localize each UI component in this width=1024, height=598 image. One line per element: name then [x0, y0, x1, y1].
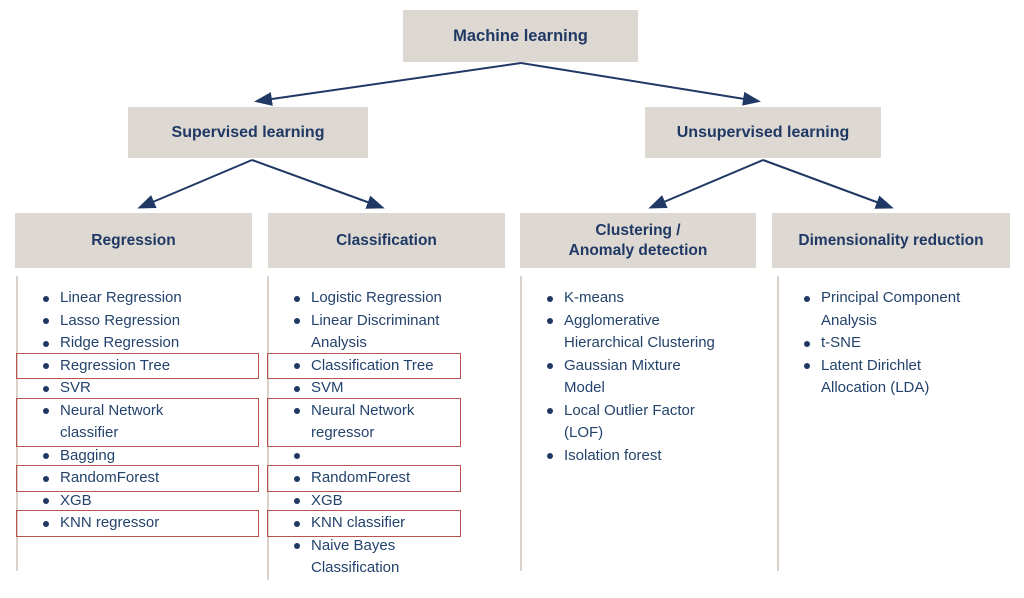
connector-unsupervised-clustering — [648, 159, 764, 209]
list-item-text: Logistic Regression — [311, 289, 442, 306]
list-item: SVM — [269, 377, 459, 400]
list-item-text: KNN classifier — [311, 514, 406, 531]
list-item-text: Naive Bayes Classification — [311, 536, 400, 577]
list-item-text: SVR — [60, 379, 91, 396]
list-item-text: Linear Regression — [60, 289, 182, 306]
list-item-text: Regression Tree — [60, 356, 171, 374]
node-unsupervised-learning: Unsupervised learning — [645, 107, 881, 158]
list-item-text: XGB — [60, 491, 92, 509]
dimensionality-reduction-column: Principal Component Analysis t-SNE Latent … — [777, 276, 1010, 571]
node-classification: Classification — [268, 213, 505, 268]
list-item — [269, 445, 459, 468]
list-item-text: RandomForest — [311, 469, 411, 486]
list-item: KNN regressor — [16, 510, 259, 537]
list-item-text: Neural Network regressor — [311, 401, 415, 442]
list-item-text: Agglomerative Hierarchical Clustering — [564, 311, 715, 352]
connector-ml-unsupervised — [520, 62, 761, 106]
dimensionality-reduction-list: Principal Component Analysis t-SNE Latent … — [779, 287, 1010, 400]
list-item-text: Neural Network classifier — [60, 401, 164, 442]
list-item-text: K-means — [564, 289, 625, 306]
list-item: RandomForest — [16, 465, 259, 492]
list-item: t-SNE — [779, 332, 1010, 355]
list-item: Gaussian Mixture Model — [522, 355, 756, 400]
list-item: Linear Discriminant Analysis — [269, 310, 459, 355]
list-item-text: Lasso Regression — [60, 311, 181, 329]
list-item: XGB — [269, 490, 459, 513]
list-item-text: Latent Dirichlet Allocation (LDA) — [821, 356, 930, 397]
list-item: K-means — [522, 287, 756, 310]
list-item: Ridge Regression — [18, 332, 257, 355]
list-item-text: SVM — [311, 379, 344, 396]
list-item-text: Classification Tree — [311, 356, 434, 374]
list-item: XGB — [18, 490, 257, 513]
list-item-text: Gaussian Mixture Model — [564, 356, 681, 397]
list-item: Latent Dirichlet Allocation (LDA) — [779, 355, 1010, 400]
connector-supervised-regression — [137, 159, 253, 209]
list-item-text: Local Outlier Factor (LOF) — [564, 401, 695, 442]
list-item-text: Linear Discriminant Analysis — [311, 311, 440, 352]
list-item-text: t-SNE — [821, 334, 862, 351]
node-machine-learning: Machine learning — [403, 10, 638, 62]
list-item-text: Isolation forest — [564, 446, 662, 464]
list-item: Lasso Regression — [18, 310, 257, 333]
list-item: Neural Network regressor — [267, 397, 461, 447]
list-item: Neural Network classifier — [16, 397, 259, 447]
list-item: SVR — [18, 377, 257, 400]
connector-unsupervised-dimreduction — [762, 159, 894, 209]
list-item-text: KNN regressor — [60, 514, 160, 531]
list-item: Logistic Regression — [269, 287, 459, 310]
node-regression: Regression — [15, 213, 252, 268]
node-clustering-anomaly-detection: Clustering / Anomaly detection — [520, 213, 756, 268]
list-item-text: Principal Component Analysis — [821, 289, 961, 329]
list-item: Bagging — [18, 445, 257, 468]
list-item: Classification Tree — [267, 352, 461, 379]
list-item: Naive Bayes Classification — [269, 535, 459, 580]
list-item-text: Bagging — [60, 446, 116, 464]
list-item: Local Outlier Factor (LOF) — [522, 400, 756, 445]
list-item-text: RandomForest — [60, 469, 160, 486]
list-item: KNN classifier — [267, 510, 461, 537]
list-item: Agglomerative Hierarchical Clustering — [522, 310, 756, 355]
list-item: Regression Tree — [16, 352, 259, 379]
connector-supervised-classification — [251, 159, 385, 209]
list-item: Isolation forest — [522, 445, 756, 468]
list-item-text: XGB — [311, 491, 343, 509]
list-item: Linear Regression — [18, 287, 257, 310]
node-supervised-learning: Supervised learning — [128, 107, 368, 158]
list-item: RandomForest — [267, 465, 461, 492]
list-item: Principal Component Analysis — [779, 287, 1010, 332]
node-dimensionality-reduction: Dimensionality reduction — [772, 213, 1010, 268]
connector-ml-supervised — [254, 62, 522, 106]
list-item-text: Ridge Regression — [60, 334, 180, 351]
